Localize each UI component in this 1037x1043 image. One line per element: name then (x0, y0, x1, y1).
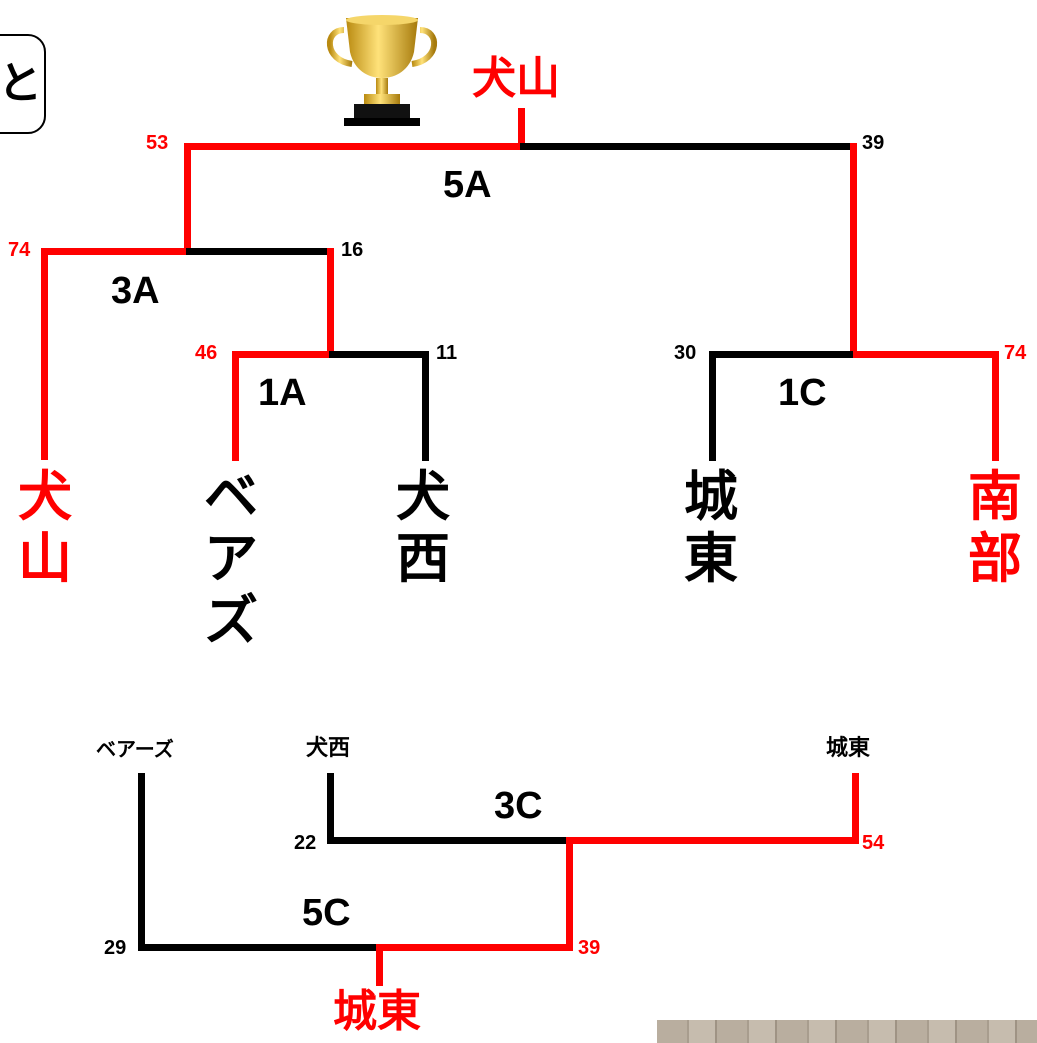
bracket-a-final-right-score: 39 (862, 132, 885, 154)
bracket-a-1a-left-leg (232, 351, 239, 461)
team-name-inuyama: 犬山 (18, 465, 72, 590)
bracket-c-3c-right-leg (852, 773, 859, 844)
bracket-a-final-right-arm (520, 143, 857, 150)
page-tab[interactable]: と (0, 34, 46, 134)
bracket-a-semi-left-leg (41, 248, 48, 460)
bracket-c-team-joto: 城東 (826, 736, 871, 761)
bracket-a-1a-left-score: 46 (195, 342, 218, 364)
bracket-a-semi-right-score: 16 (341, 239, 364, 261)
bracket-a-semi-right-leg (327, 248, 334, 358)
bracket-a-final-game-label: 5A (443, 164, 492, 206)
bracket-a-1c-left-arm (709, 351, 855, 358)
bracket-a-final-right-leg (850, 143, 857, 357)
bracket-a-1a-right-arm (329, 351, 429, 358)
bracket-a-semi-game-label: 3A (111, 270, 160, 312)
bracket-a-final-left-leg (184, 143, 191, 255)
bracket-c-5c-left-leg (138, 773, 145, 951)
bracket-a-champion-name: 犬山 (472, 53, 560, 104)
bracket-a-1c-right-leg (992, 351, 999, 461)
bracket-c-team-bears: ベアーズ (96, 737, 174, 761)
team-name-bears: ベアズ (204, 465, 258, 652)
team-name-joto: 城東 (684, 465, 738, 590)
bracket-a-1c-game-label: 1C (778, 372, 827, 414)
bracket-c-5c-left-score: 29 (104, 937, 127, 959)
team-name-inunishi: 犬西 (396, 465, 450, 590)
bracket-a-final-left-arm (188, 143, 522, 150)
bracket-a-1c-left-score: 30 (674, 342, 697, 364)
bracket-a-1a-right-score: 11 (436, 342, 458, 364)
bracket-a-final-winner-drop (518, 108, 525, 150)
bracket-a-1c-left-leg (709, 351, 716, 461)
bracket-c-3c-left-score: 22 (294, 832, 317, 854)
bracket-c-5c-left-arm (138, 944, 384, 951)
bracket-c-5c-right-arm (380, 944, 573, 951)
bracket-a-semi-left-score: 74 (8, 239, 31, 261)
bracket-a-1a-game-label: 1A (258, 372, 307, 414)
bracket-a-1c-right-score: 74 (1004, 342, 1027, 364)
bracket-c-team-inunishi: 犬西 (306, 736, 351, 761)
trophy-icon (326, 15, 438, 126)
team-name-nanbu: 南部 (968, 465, 1022, 590)
bracket-c-5c-right-score: 39 (578, 937, 601, 959)
bracket-c-3c-right-score: 54 (862, 832, 885, 854)
bracket-a-1a-left-arm (232, 351, 332, 358)
bracket-c-3c-winner-drop (566, 837, 573, 950)
page-tab-label: と (0, 58, 42, 109)
bracket-c-3c-left-arm (327, 837, 571, 844)
bracket-a-semi-left-arm (41, 248, 189, 255)
bracket-c-3c-right-arm (567, 837, 859, 844)
bracket-a-1a-right-leg (422, 351, 429, 461)
bracket-c-3c-left-leg (327, 773, 334, 844)
bracket-a-1c-right-arm (853, 351, 999, 358)
bracket-c-winner-name: 城東 (333, 986, 421, 1037)
bracket-c-5c-winner-drop (376, 944, 383, 986)
bracket-a-final-left-score: 53 (146, 132, 169, 154)
bracket-c-5c-game-label: 5C (302, 892, 351, 934)
bracket-a-semi-right-arm (186, 248, 334, 255)
background-photo-strip (657, 1020, 1037, 1043)
bracket-c-3c-game-label: 3C (494, 785, 543, 827)
